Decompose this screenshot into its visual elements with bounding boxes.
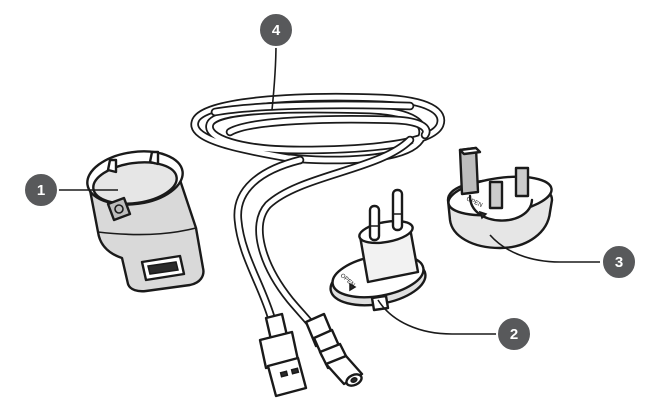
uk-pins [458, 146, 530, 210]
usb-wall-adapter [86, 150, 205, 293]
eu-pins [368, 188, 404, 242]
callout-3-label: 3 [615, 254, 623, 271]
leader-lines [58, 43, 600, 335]
cable-coil [190, 92, 446, 165]
usb-dc-cable [190, 92, 446, 398]
cable-strand-dc [255, 135, 415, 333]
callout-2: 2 [496, 316, 532, 352]
usb-port-icon [140, 254, 186, 282]
leader-4 [271, 43, 277, 111]
cable-strand-usb [233, 155, 305, 325]
callout-4: 4 [258, 12, 294, 48]
callout-1: 1 [23, 172, 59, 208]
leader-3 [489, 234, 600, 263]
eu-plug-adapter: OPEN [329, 188, 427, 312]
usb-a-plug [258, 312, 308, 398]
callout-1-label: 1 [37, 182, 45, 199]
callout-4-label: 4 [272, 22, 281, 39]
callout-2-label: 2 [510, 326, 518, 343]
uk-plug-adapter: OPEN [446, 146, 554, 250]
callout-3: 3 [601, 244, 637, 280]
leader-2 [377, 299, 498, 335]
dc-barrel-plug [304, 312, 364, 387]
